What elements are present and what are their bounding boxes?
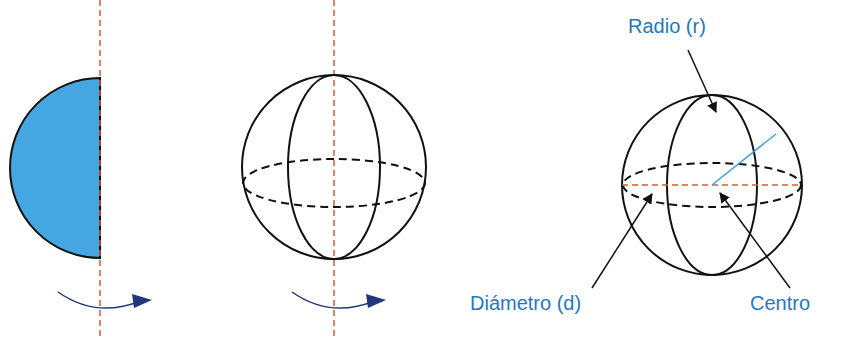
diameter-label: Diámetro (d)	[470, 291, 581, 315]
labelled-sphere	[592, 50, 802, 288]
center-label: Centro	[750, 291, 810, 315]
leader-line	[688, 50, 716, 112]
leader-line	[720, 193, 790, 288]
leader-line	[592, 194, 652, 288]
sphere	[242, 0, 426, 339]
radius-label: Radio (r)	[628, 14, 706, 38]
half-disc	[10, 0, 152, 339]
